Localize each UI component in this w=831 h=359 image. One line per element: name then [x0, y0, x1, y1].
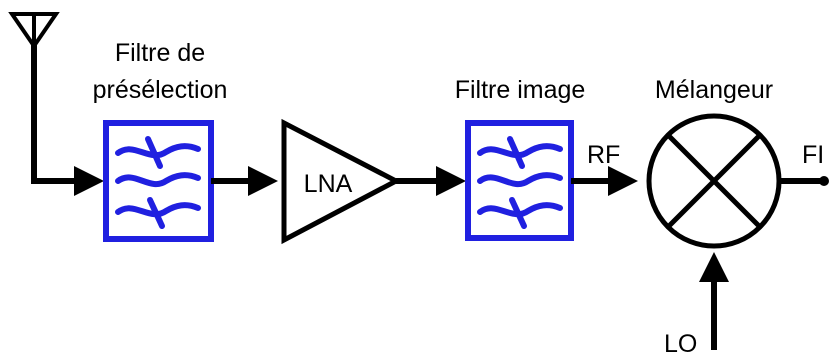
- filter-wave-top: [115, 143, 201, 159]
- image-filter-tick-bottom: [509, 197, 527, 229]
- image-filter-wave-bottom: [477, 202, 563, 218]
- image-filter-wave-middle: [477, 172, 563, 188]
- filter-wave-bottom: [115, 202, 201, 218]
- fi-terminal-dot: [819, 176, 829, 186]
- filter-tick-top: [145, 136, 163, 169]
- preselection-filter-label-line1: Filtre de: [115, 39, 205, 67]
- antenna-icon: [8, 12, 60, 181]
- mixer-cross-b: [666, 133, 762, 229]
- image-filter: [465, 120, 574, 241]
- preselection-filter-label-line2: présélection: [93, 76, 228, 104]
- lna-label: LNA: [304, 170, 353, 198]
- mixer-label: Mélangeur: [655, 76, 773, 104]
- lna-triangle: [281, 118, 402, 245]
- rf-label: RF: [587, 141, 620, 169]
- lna-amplifier: LNA: [281, 118, 402, 245]
- image-filter-wave-top: [477, 143, 563, 159]
- filter-tick-bottom: [147, 197, 165, 229]
- image-filter-tick-top: [507, 136, 525, 169]
- filter-wave-middle: [115, 172, 201, 188]
- mixer: [646, 113, 782, 249]
- lo-label: LO: [664, 330, 697, 358]
- image-filter-label: Filtre image: [455, 76, 586, 104]
- fi-label: FI: [802, 141, 824, 169]
- preselection-filter: [103, 120, 214, 242]
